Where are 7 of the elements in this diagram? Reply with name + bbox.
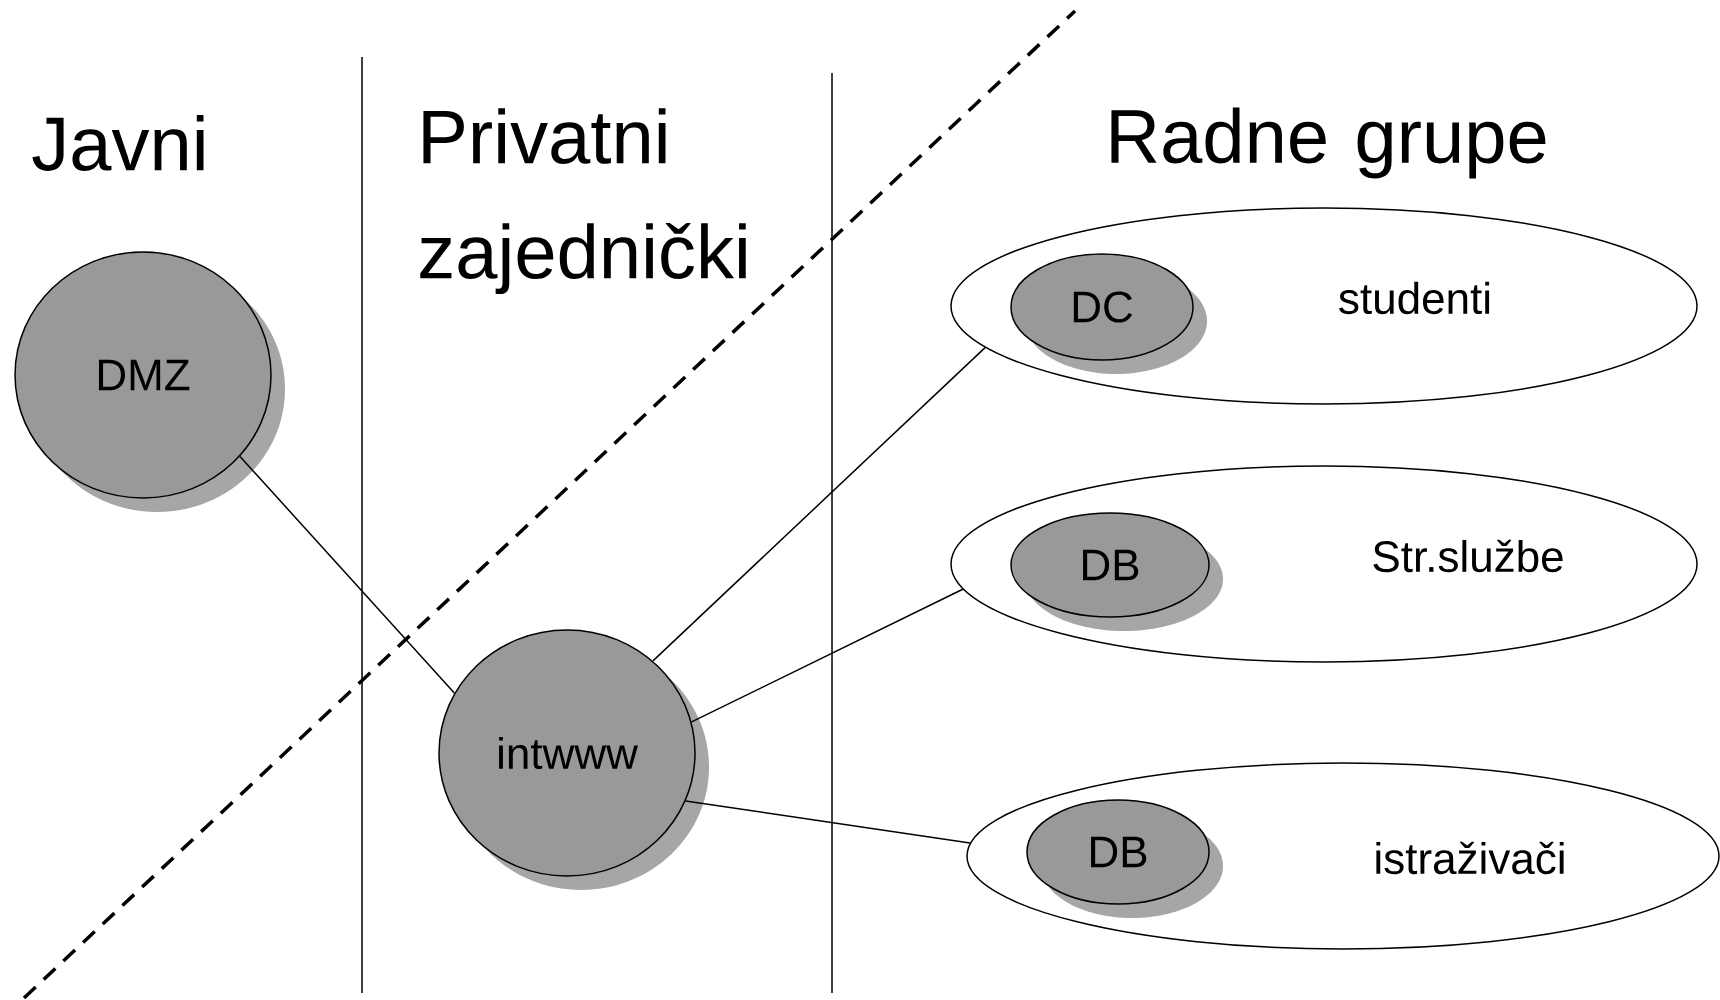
column-heading: Javni <box>32 115 204 171</box>
column-heading: Radne grupe <box>1111 107 1546 179</box>
column-heading: Privatni zajednički <box>420 108 746 295</box>
connector-line <box>652 346 986 662</box>
connector-line <box>239 455 456 694</box>
connector-line <box>684 800 971 844</box>
connector-line <box>690 588 964 723</box>
